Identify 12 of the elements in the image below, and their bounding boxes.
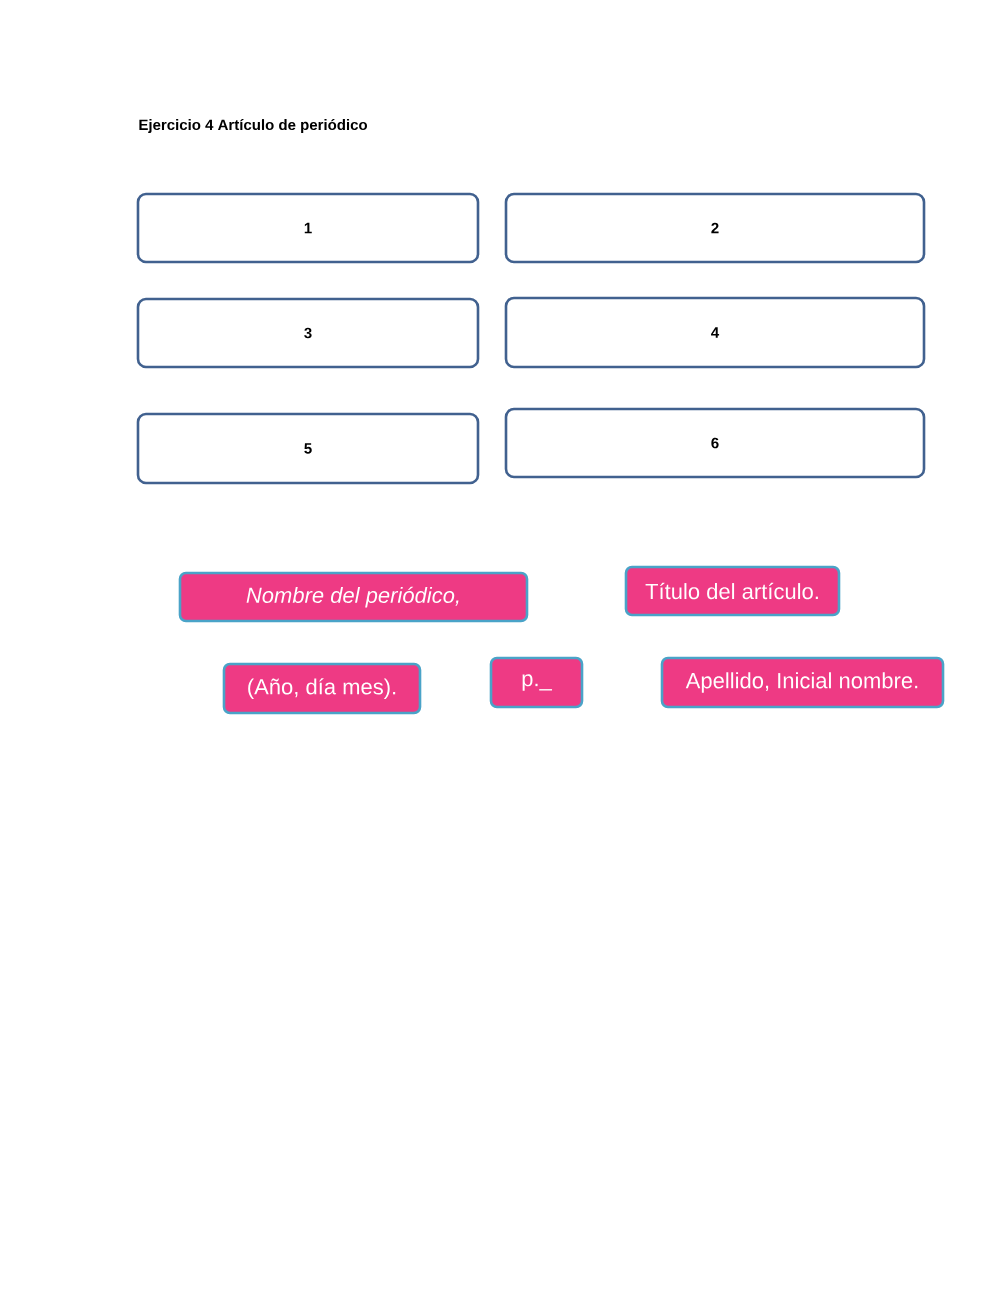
answer-box: 6 [504, 407, 926, 479]
answer-card: Título del artículo. [624, 565, 841, 617]
answer-card: (Año, día mes). [222, 662, 422, 715]
answer-box: 3 [136, 297, 480, 369]
answer-card: Nombre del periódico, [178, 571, 529, 623]
answer-box: 5 [136, 412, 480, 485]
title: Ejercicio 4 Artículo de periódico [139, 118, 368, 134]
answer-box: 1 [136, 192, 480, 264]
answer-card: p._ [489, 656, 584, 709]
answer-box: 4 [504, 296, 926, 369]
answer-card: Apellido, Inicial nombre. [660, 656, 945, 709]
answer-box: 2 [504, 192, 926, 264]
